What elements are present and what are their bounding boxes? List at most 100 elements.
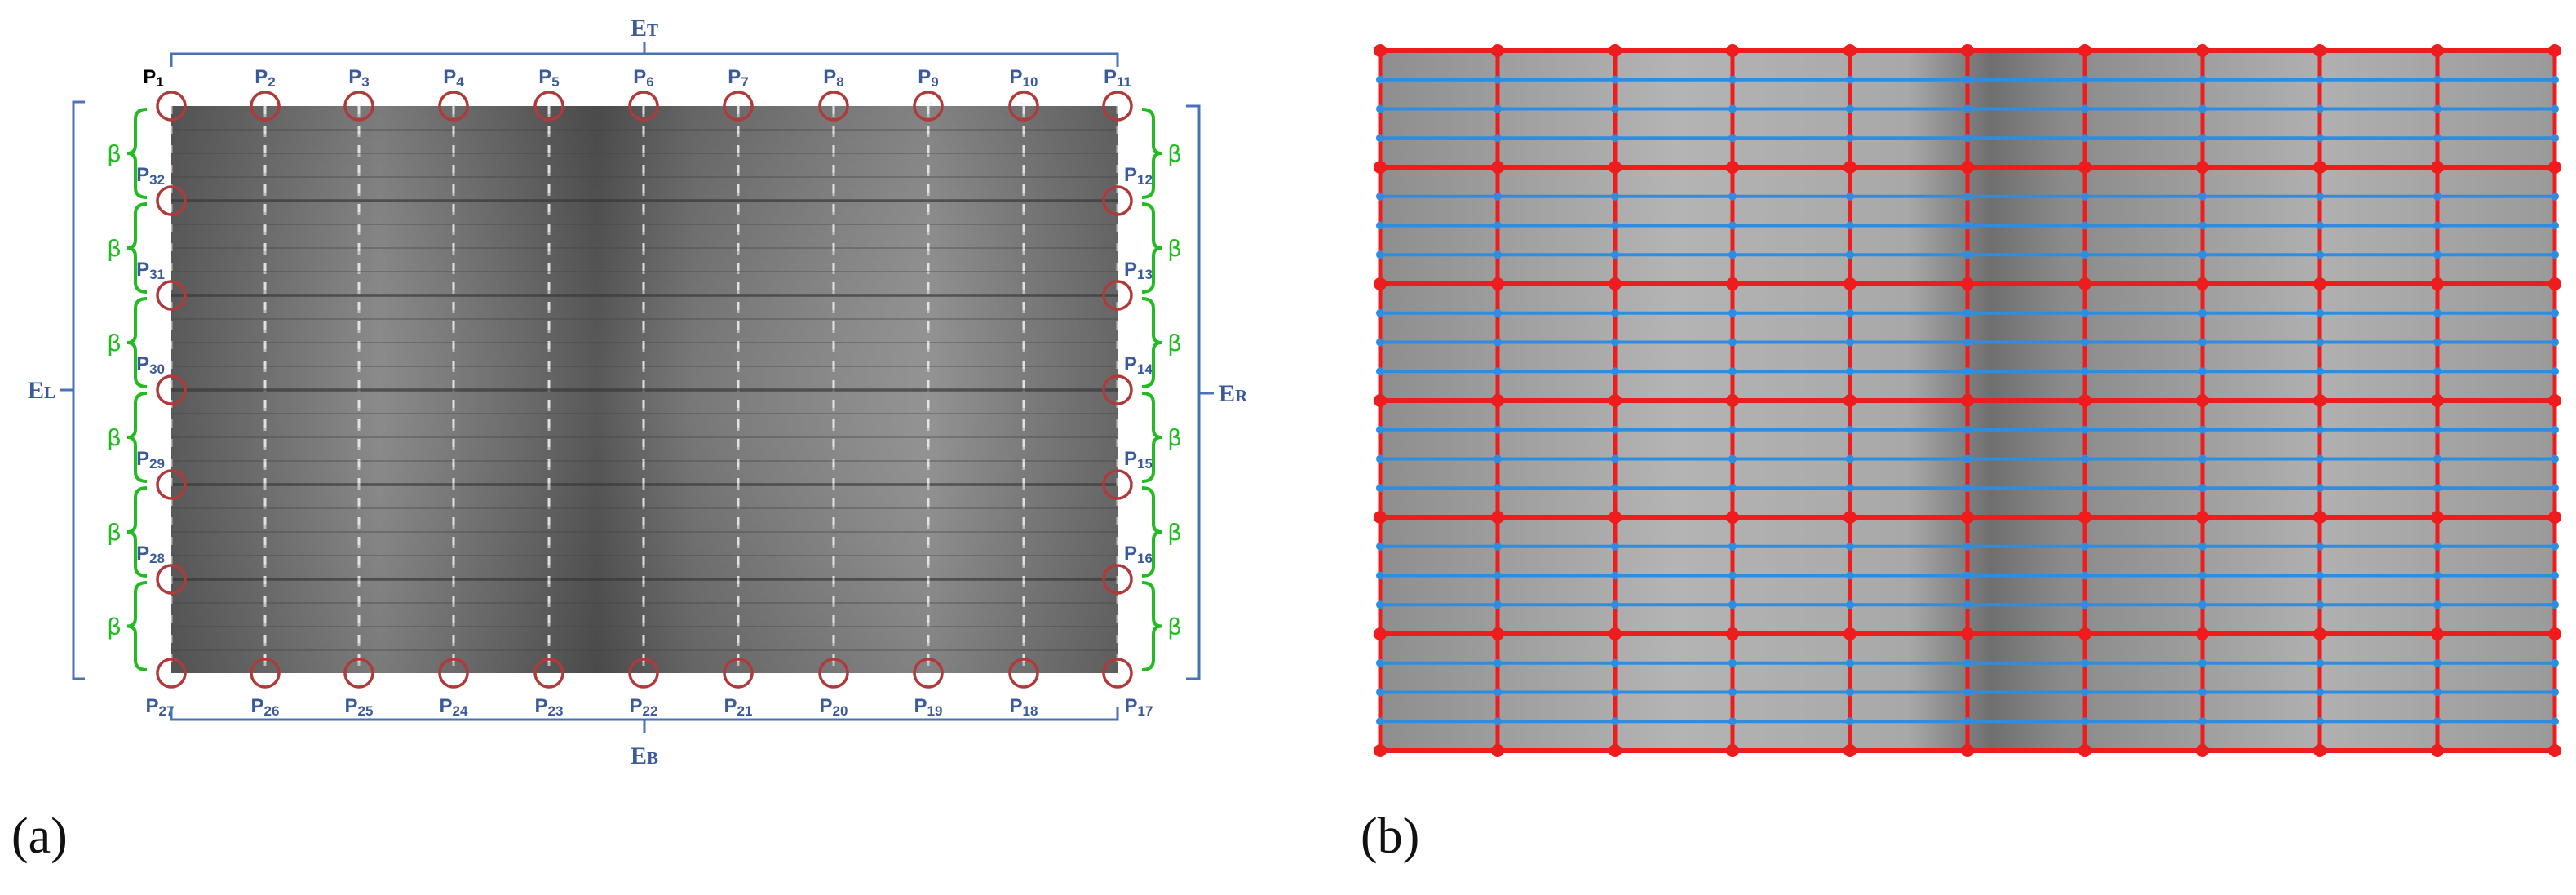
sub-grid-dot (2433, 600, 2441, 609)
main-grid-dot (1609, 627, 1622, 640)
sub-grid-dot (1376, 367, 1384, 376)
main-grid-dot (2078, 511, 2091, 524)
beta-bracket-left (126, 108, 148, 199)
sub-grid-dot (2551, 134, 2559, 143)
sub-grid-dot (1846, 542, 1854, 551)
point-label: P11 (1104, 66, 1131, 90)
sub-grid-dot (2433, 658, 2441, 667)
sub-grid-dot (2198, 688, 2206, 697)
sub-grid-dot (1611, 338, 1619, 347)
sub-grid-dot (2433, 688, 2441, 697)
point-circle (438, 658, 469, 689)
sub-grid-dot (1376, 484, 1384, 493)
sub-grid-dot (1494, 134, 1502, 143)
main-grid-dot (1843, 744, 1857, 757)
sub-grid-dot (1611, 600, 1619, 609)
main-grid-dot (2078, 627, 2091, 640)
sub-grid-dot (1494, 250, 1502, 259)
sub-grid-dot (1963, 658, 1972, 667)
point-label: P25 (345, 695, 374, 719)
point-label: P17 (1125, 695, 1153, 719)
sub-grid-dot (1963, 600, 1972, 609)
main-grid-dot (2548, 394, 2561, 407)
sub-grid-dot (1494, 717, 1502, 726)
sub-grid-dot (2316, 250, 2324, 259)
point-circle (723, 91, 754, 122)
sub-grid-dot (1963, 367, 1972, 376)
sub-grid-dot (2316, 600, 2324, 609)
sub-grid-dot (1963, 454, 1972, 463)
sub-grid-dot (2316, 104, 2324, 113)
point-label: P7 (728, 66, 748, 90)
main-grid-dot (1609, 394, 1622, 407)
sub-grid-dot (1376, 542, 1384, 551)
beta-label-left: β (107, 424, 122, 451)
beta-bracket-right (1141, 202, 1162, 294)
point-label: P3 (348, 66, 369, 90)
sub-grid-dot (2551, 250, 2559, 259)
sub-grid-dot (1611, 308, 1619, 317)
sub-grid-dot (1728, 717, 1737, 726)
sub-grid-dot (2081, 221, 2089, 230)
main-grid-dot (2078, 744, 2091, 757)
main-grid-dot (1609, 511, 1622, 524)
main-grid-dot (1374, 744, 1387, 757)
sub-grid-dot (1728, 542, 1737, 551)
sub-grid-dot (2081, 658, 2089, 667)
sub-grid-dot (1728, 688, 1737, 697)
edge-label-top: ET (631, 15, 658, 42)
beta-bracket-left (126, 297, 148, 388)
sub-grid-dot (1963, 484, 1972, 493)
sub-grid-dot (2433, 484, 2441, 493)
main-grid-dot (2313, 161, 2326, 174)
sub-grid-dot (1846, 338, 1854, 347)
main-grid-dot (1726, 744, 1739, 757)
sub-grid-dot (1494, 454, 1502, 463)
sub-grid-dot (1376, 425, 1384, 434)
point-circle (156, 280, 187, 311)
corner-point-markers (156, 91, 1133, 689)
point-circle (1008, 658, 1039, 689)
sub-grid-dot (2081, 367, 2089, 376)
sub-grid-dot (2081, 250, 2089, 259)
sub-grid-dot (1376, 308, 1384, 317)
main-grid-dot (2313, 744, 2326, 757)
sub-grid-dot (1611, 134, 1619, 143)
point-label: P24 (440, 695, 468, 719)
point-label: P27 (146, 695, 175, 719)
point-circle (628, 91, 659, 122)
point-label: P1 (143, 66, 163, 90)
main-grid-dot (2313, 44, 2326, 57)
sub-grid-dot (2081, 192, 2089, 201)
point-circle (913, 658, 944, 689)
point-circle (250, 658, 281, 689)
sub-grid-dot (1376, 75, 1384, 84)
main-grid-dot (1374, 394, 1387, 407)
sub-grid-dot (1494, 658, 1502, 667)
sub-grid-dot (1728, 192, 1737, 201)
point-label: P14 (1124, 353, 1153, 377)
point-circle (343, 658, 374, 689)
sub-grid-dot (1963, 104, 1972, 113)
point-label: P32 (136, 164, 165, 188)
sub-grid-dot (2433, 338, 2441, 347)
main-grid-dot (1374, 161, 1387, 174)
sub-grid-dot (2316, 134, 2324, 143)
beta-bracket-left (126, 486, 148, 578)
main-grid-dot (1961, 744, 1974, 757)
sub-grid-dot (1846, 454, 1854, 463)
point-circle (156, 564, 187, 595)
sub-grid-dot (2316, 75, 2324, 84)
point-circle (343, 91, 374, 122)
main-grid-dot (2078, 44, 2091, 57)
sub-grid-dot (2433, 454, 2441, 463)
main-grid-dot (1726, 627, 1739, 640)
sub-grid-dot (1963, 75, 1972, 84)
sub-grid-dot (1963, 542, 1972, 551)
point-circle (1102, 280, 1133, 311)
sub-grid-dot (1728, 484, 1737, 493)
sub-grid-dot (2433, 134, 2441, 143)
point-label: P19 (914, 695, 943, 719)
sub-grid-dot (2081, 600, 2089, 609)
